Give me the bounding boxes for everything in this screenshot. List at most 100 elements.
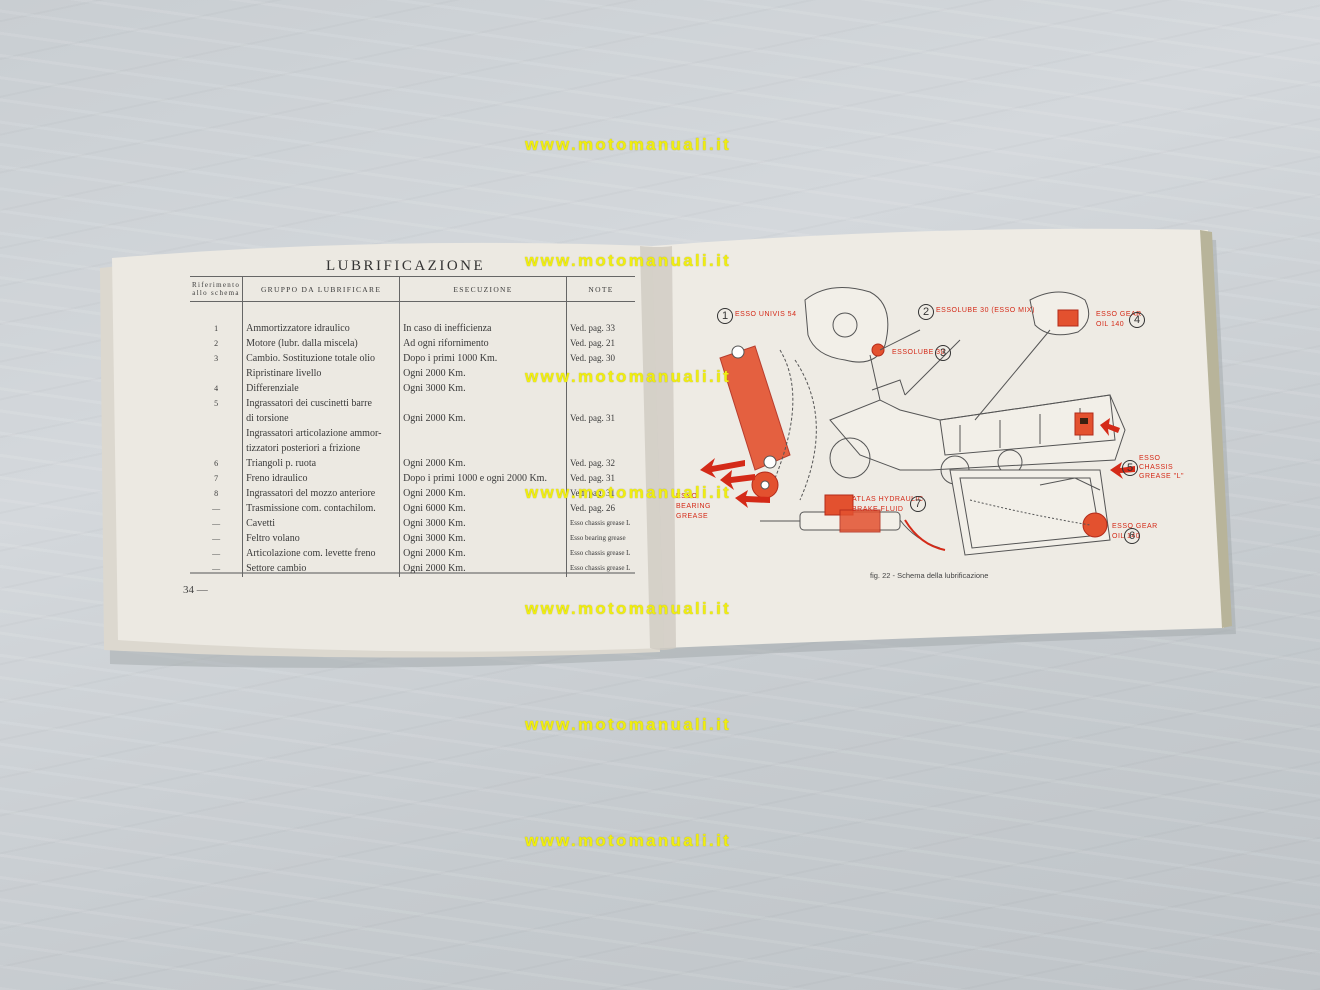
label-bearing-8b: BEARING xyxy=(676,503,712,510)
page-number: 34 — xyxy=(183,584,208,596)
cell-note xyxy=(567,427,636,442)
watermark-1: www.motomanuali.it xyxy=(525,135,732,154)
callout-5: 5 xyxy=(1122,460,1138,476)
cell-group: Ammortizzatore idraulico xyxy=(242,301,401,337)
cell-group: tizzatori posteriori a frizione xyxy=(242,442,401,457)
label-esso-gear-6a: ESSO GEAR xyxy=(1112,523,1158,530)
page-title: LUBRIFICAZIONE xyxy=(326,258,486,274)
cell-ref xyxy=(190,412,244,427)
label-grease-5c: GREASE "L" xyxy=(1139,473,1184,480)
cell-execution: Ogni 2000 Km. xyxy=(399,547,567,562)
watermark-7: www.motomanuali.it xyxy=(525,831,732,850)
cell-group: Ingrassatori del mozzo anteriore xyxy=(242,487,401,502)
cell-note: Esso chassis grease L xyxy=(570,564,631,572)
lubrication-arrows xyxy=(700,418,1135,508)
cell-execution: Dopo i primi 1000 Km. xyxy=(399,352,567,367)
cell-note: Ved. pag. 33 xyxy=(570,323,615,333)
cell-ref: 5 xyxy=(190,397,244,412)
label-oil-140-4b: OIL 140 xyxy=(1096,321,1125,328)
cell-note: Ved. pag. 30 xyxy=(570,353,615,363)
cell-execution: Ogni 2000 Km. xyxy=(399,367,567,382)
watermark-4: www.motomanuali.it xyxy=(525,483,732,502)
cell-note: Esso chassis grease L xyxy=(570,549,631,557)
header-ref: Riferimento allo schema xyxy=(190,276,244,302)
cell-note xyxy=(567,442,636,457)
cell-execution: Ogni 2000 Km. xyxy=(399,457,567,472)
cell-group: Ripristinare livello xyxy=(242,367,401,382)
cell-execution xyxy=(399,397,567,412)
cell-execution: Ogni 2000 Km. xyxy=(399,562,567,577)
cell-execution: Ogni 2000 Km. xyxy=(399,487,567,502)
cell-group: Feltro volano xyxy=(242,532,401,547)
callout-3: 3 xyxy=(935,345,951,361)
cell-group: Settore cambio xyxy=(242,562,401,577)
cell-group: Differenziale xyxy=(242,382,401,397)
cell-group: Cambio. Sostituzione totale olio xyxy=(242,352,401,367)
cell-execution: Ogni 3000 Km. xyxy=(399,532,567,547)
cell-ref xyxy=(190,442,244,457)
cell-group: Articolazione com. levette freno xyxy=(242,547,401,562)
cell-execution: Ogni 2000 Km. xyxy=(399,412,567,427)
cell-execution: Ogni 6000 Km. xyxy=(399,502,567,517)
cell-ref: — xyxy=(190,502,244,517)
callout-4: 4 xyxy=(1129,312,1145,328)
cell-group: Motore (lubr. dalla miscela) xyxy=(242,337,401,352)
callout-7: 7 xyxy=(910,496,926,512)
cell-ref xyxy=(190,427,244,442)
label-esso-univis: ESSO UNIVIS 54 xyxy=(735,311,797,318)
cell-execution: Ogni 3000 Km. xyxy=(399,382,567,397)
cell-note: Ved. pag. 32 xyxy=(570,458,615,468)
table-row: tizzatori posteriori a frizione xyxy=(190,442,635,457)
cell-note: Ved. pag. 31 xyxy=(570,488,615,498)
label-esso-5a: ESSO xyxy=(1139,455,1161,462)
cell-group: di torsione xyxy=(242,412,401,427)
cell-ref: 2 xyxy=(190,337,244,352)
callout-2: 2 xyxy=(918,304,934,320)
cell-execution: Ad ogni rifornimento xyxy=(399,337,567,352)
figure-caption: fig. 22 - Schema della lubrificazione xyxy=(870,571,989,580)
label-essolube-mix: ESSOLUBE 30 (ESSO MIX) xyxy=(936,307,1035,314)
label-brake-fluid-7b: BRAKE FLUID xyxy=(852,506,904,513)
watermark-5: www.motomanuali.it xyxy=(525,599,732,618)
table-row: Ingrassatori articolazione ammor- xyxy=(190,427,635,442)
label-esso-gear-4a: ESSO GEAR xyxy=(1096,311,1142,318)
cell-group: Freno idraulico xyxy=(242,472,401,487)
cell-ref: — xyxy=(190,517,244,532)
watermark-2: www.motomanuali.it xyxy=(525,251,732,270)
watermark-6: www.motomanuali.it xyxy=(525,715,732,734)
cell-ref: 8 xyxy=(190,487,244,502)
cell-ref xyxy=(190,367,244,382)
header-notes: NOTE xyxy=(566,276,635,302)
table-header-row: Riferimento allo schema GRUPPO DA LUBRIF… xyxy=(190,276,635,302)
header-group: GRUPPO DA LUBRIFICARE xyxy=(242,276,401,302)
callout-6: 6 xyxy=(1124,528,1140,544)
label-chassis-5b: CHASSIS xyxy=(1139,464,1174,471)
label-essolube-30: ESSOLUBE 30 xyxy=(892,349,945,356)
cell-note: Ved. pag. 31 xyxy=(570,413,615,423)
cell-ref: 3 xyxy=(190,352,244,367)
cell-note: Ved. pag. 26 xyxy=(570,503,615,513)
header-execution: ESECUZIONE xyxy=(399,276,567,302)
cell-note: Ved. pag. 21 xyxy=(570,338,615,348)
cell-group: Cavetti xyxy=(242,517,401,532)
label-atlas-7a: ATLAS HYDRAULIC xyxy=(852,496,924,503)
cell-group: Trasmissione com. contachilom. xyxy=(242,502,401,517)
cell-execution: Ogni 3000 Km. xyxy=(399,517,567,532)
cell-execution: In caso di inefficienza xyxy=(399,301,567,337)
cell-group: Ingrassatori articolazione ammor- xyxy=(242,427,401,442)
